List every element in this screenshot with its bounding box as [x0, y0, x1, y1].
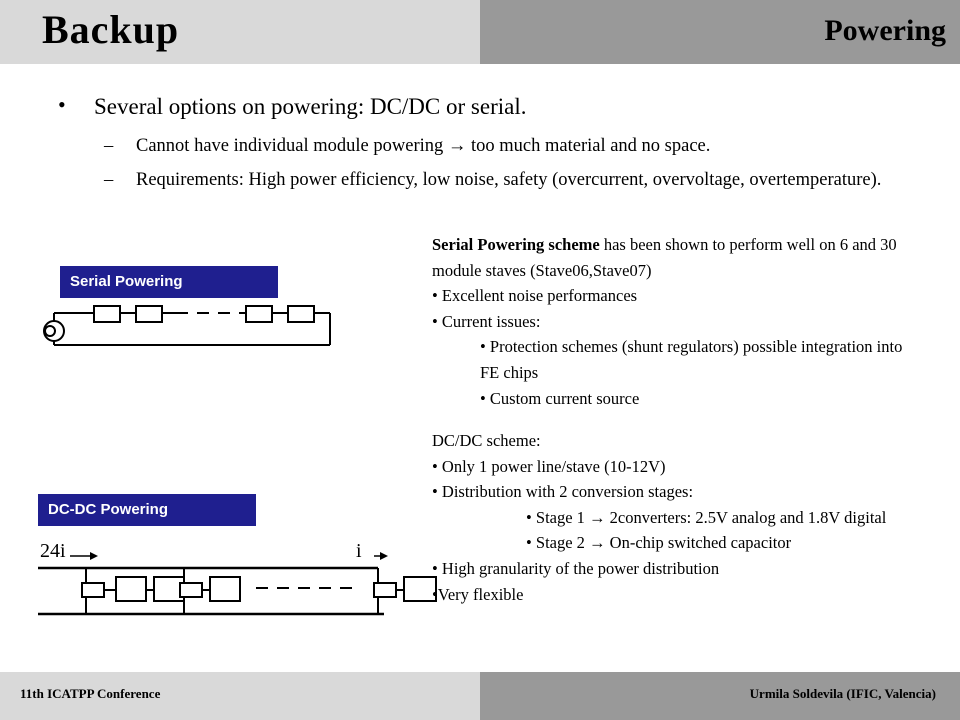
- serial-item: • Excellent noise performances: [432, 286, 638, 306]
- module-box: [403, 576, 437, 602]
- dcdc-item: •Very flexible: [432, 584, 524, 604]
- current-in-label: 24i: [40, 540, 66, 562]
- header-right-panel: [480, 0, 960, 64]
- dash-marker: –: [104, 136, 114, 156]
- module-box: [287, 305, 315, 323]
- module-box: [209, 576, 241, 602]
- slide-title: Backup: [42, 7, 180, 52]
- dcdc-heading: DC/DC scheme:: [432, 431, 541, 450]
- footer-author: Urmila Soldevila (IFIC, Valencia): [749, 686, 936, 701]
- serial-heading-rest: has been shown to perform well on 6 and …: [432, 235, 897, 280]
- module-box: [93, 305, 121, 323]
- dcdc-subitem: • Stage 1 → 2converters: 2.5V analog and…: [526, 507, 887, 527]
- main-bullet-text: Several options on powering: DC/DC or se…: [94, 94, 527, 119]
- section-title: Powering: [824, 14, 946, 47]
- serial-powering-text: Serial Powering scheme has been shown to…: [432, 232, 912, 411]
- bullet-dot: •: [58, 92, 66, 117]
- converter-box: [81, 582, 105, 598]
- dcdc-subitem: • Stage 2 → On-chip switched capacitor: [526, 533, 792, 553]
- header-left-panel: [0, 0, 480, 64]
- footer-conference: 11th ICATPP Conference: [20, 686, 161, 701]
- module-box: [245, 305, 273, 323]
- dash-marker: –: [104, 170, 114, 190]
- dcdc-item: • Only 1 power line/stave (10-12V): [432, 456, 666, 476]
- dcdc-item: • High granularity of the power distribu…: [432, 558, 720, 578]
- footer-left-panel: [0, 672, 480, 720]
- current-out-label: i: [356, 540, 362, 562]
- sub-bullet-2-text: Requirements: High power efficiency, low…: [136, 170, 882, 190]
- module-box: [115, 576, 147, 602]
- footer-right-panel: [480, 672, 960, 720]
- converter-box: [373, 582, 397, 598]
- serial-heading-bold: Serial Powering scheme: [432, 235, 600, 254]
- serial-powering-diagram: [43, 305, 331, 346]
- serial-item: • Current issues:: [432, 311, 541, 331]
- serial-subitem: • Custom current source: [480, 388, 640, 408]
- sub-bullet-1-text: Cannot have individual module powering →…: [136, 136, 711, 156]
- module-box: [135, 305, 163, 323]
- arrow-icon: [90, 552, 98, 560]
- dcdc-item: • Distribution with 2 conversion stages:: [432, 482, 694, 502]
- serial-powering-label: Serial Powering: [60, 266, 278, 298]
- dcdc-powering-label: DC-DC Powering: [38, 494, 256, 526]
- serial-heading: Serial Powering scheme has been shown to…: [432, 232, 912, 283]
- converter-box: [179, 582, 203, 598]
- serial-subitem: • Protection schemes (shunt regulators) …: [480, 337, 903, 382]
- dcdc-text: DC/DC scheme: • Only 1 power line/stave …: [432, 428, 912, 607]
- dcdc-powering-diagram: [38, 552, 437, 616]
- arrow-icon: [380, 552, 388, 560]
